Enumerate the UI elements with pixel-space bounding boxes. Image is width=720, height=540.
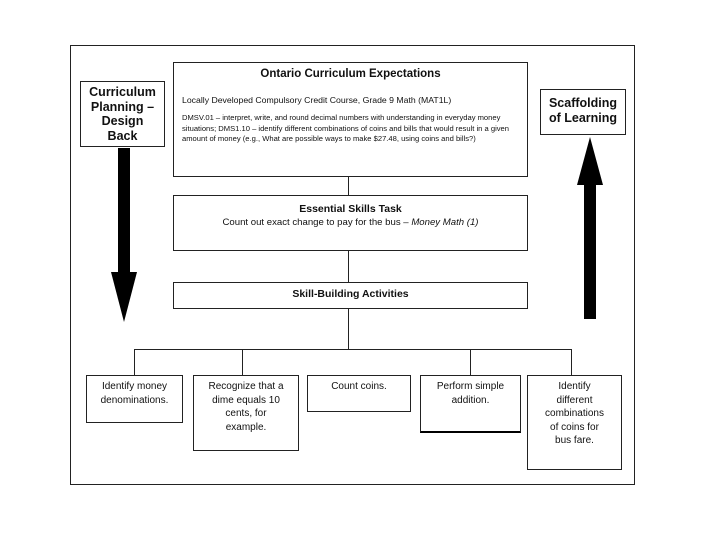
activity-line: different [556, 394, 593, 406]
branch-drop [134, 349, 135, 376]
skill-building-box: Skill-Building Activities [173, 282, 528, 309]
scaffolding-box: Scaffolding of Learning [540, 89, 626, 135]
scaffolding-line: of Learning [548, 110, 618, 125]
arrow-down-head [111, 272, 137, 322]
branch-drop [470, 349, 471, 376]
diagram-frame [70, 45, 635, 485]
activity-box: Identify different combinations of coins… [527, 375, 622, 470]
activity-box: Identify money denominations. [86, 375, 183, 423]
activity-line: cents, for [225, 408, 267, 419]
expectations-text: DMSV.01 – interpret, write, and round de… [182, 113, 509, 143]
activity-line: dime equals 10 [212, 394, 280, 406]
arrow-up-shaft [584, 184, 596, 319]
activity-box: Perform simple addition. [420, 375, 521, 433]
activity-line: example. [225, 421, 267, 433]
connector-line [348, 251, 349, 282]
essential-skills-task-source: Money Math (1) [411, 217, 479, 228]
curriculum-planning-line: Curriculum [89, 85, 156, 99]
connector-line [348, 309, 349, 349]
branch-drop [571, 349, 572, 376]
scaffolding-line: Scaffolding [548, 96, 618, 110]
course-name: Locally Developed Compulsory Credit Cour… [182, 95, 452, 105]
activity-line: Count coins. [331, 381, 387, 392]
activity-box: Recognize that a dime equals 10 cents, f… [193, 375, 299, 451]
essential-skills-task-description: Count out exact change to pay for the bu… [222, 217, 409, 228]
arrow-up-head [577, 137, 603, 185]
activity-line: denominations. [100, 394, 169, 406]
essential-skills-task-text: Count out exact change to pay for the bu… [174, 217, 527, 228]
activity-line: of coins for [550, 421, 599, 433]
activity-box: Count coins. [307, 375, 411, 412]
curriculum-planning-line: Design [101, 114, 144, 128]
skill-building-title: Skill-Building Activities [292, 288, 409, 300]
curriculum-planning-box: Curriculum Planning – Design Back [80, 81, 165, 147]
essential-skills-task-title: Essential Skills Task [299, 203, 402, 215]
activity-line: combinations [545, 408, 604, 419]
essential-skills-task-box: Essential Skills Task Count out exact ch… [173, 195, 528, 251]
connector-line [348, 177, 349, 195]
activity-line: addition. [451, 394, 490, 406]
activity-line: Identify money [101, 381, 168, 392]
curriculum-expectations-title: Ontario Curriculum Expectations [260, 68, 441, 80]
activity-line: Recognize that a [208, 381, 284, 392]
activity-line: bus fare. [555, 435, 594, 446]
arrow-down-icon [111, 148, 137, 322]
branch-line [134, 349, 572, 350]
branch-drop [242, 349, 243, 376]
activity-line: Perform simple [436, 381, 505, 392]
arrow-down-shaft [118, 148, 130, 272]
activity-line: Identify [558, 381, 591, 392]
curriculum-expectations-box: Ontario Curriculum Expectations Locally … [173, 62, 528, 177]
curriculum-planning-line: Planning – [90, 99, 155, 114]
arrow-up-icon [577, 137, 603, 319]
curriculum-planning-line: Back [107, 128, 138, 143]
